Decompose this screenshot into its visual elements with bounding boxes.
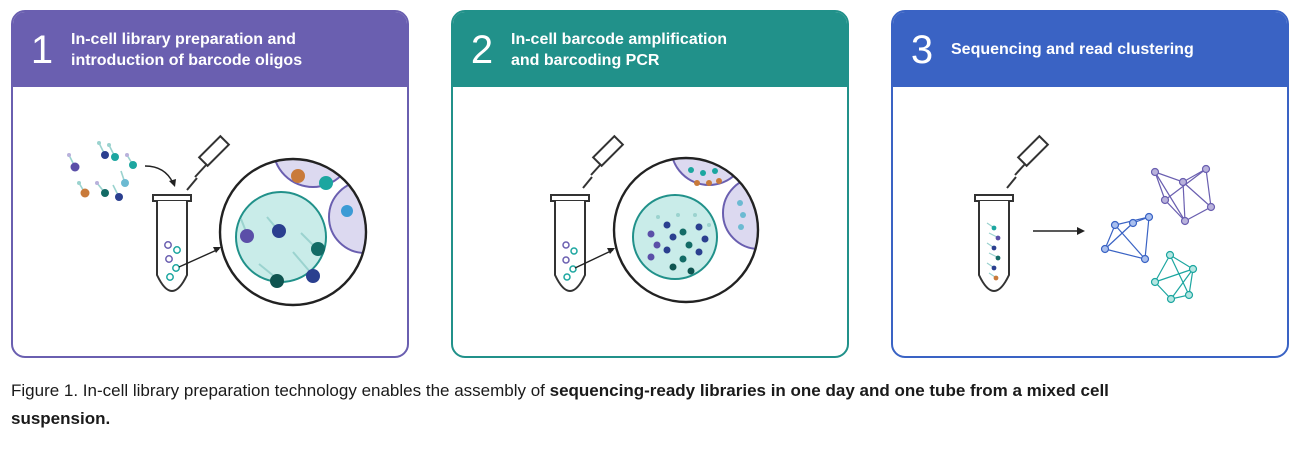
- step-3-number: 3: [910, 27, 934, 72]
- step-3-header: 3 Sequencing and read clustering: [893, 12, 1287, 87]
- tube-icon: [550, 194, 590, 292]
- barcode-oligos-icon: [67, 141, 137, 201]
- step-3-illustration: [893, 87, 1287, 356]
- step-1-title-line2: introduction of barcode oligos: [71, 51, 303, 69]
- caption-plain: Figure 1. In-cell library preparation te…: [11, 381, 550, 400]
- step-1-illustration: [13, 87, 407, 356]
- tube-icon: [152, 194, 192, 292]
- step-1-title: In-cell library preparation and introduc…: [71, 29, 371, 71]
- step-2-number: 2: [470, 27, 494, 72]
- step-1-title-line1: In-cell library preparation and: [71, 30, 296, 48]
- pipette-icon: [186, 134, 231, 191]
- step-2-header: 2 In-cell barcode amplification and barc…: [453, 12, 847, 87]
- step-2-title: In-cell barcode amplification and barcod…: [511, 29, 811, 71]
- arrow-icon: [144, 165, 174, 184]
- cell-zoom-icon: [612, 156, 760, 304]
- step-3-title: Sequencing and read clustering: [951, 39, 1251, 60]
- pipette-icon: [582, 134, 625, 189]
- arrow-icon: [1033, 227, 1085, 235]
- step-1-header: 1 In-cell library preparation and introd…: [13, 12, 407, 87]
- step-2-illustration: [453, 87, 847, 356]
- step-1-number: 1: [30, 27, 54, 72]
- step-3-title-line1: Sequencing and read clustering: [951, 41, 1194, 58]
- read-cluster-network-icon: [1100, 164, 1216, 304]
- step-2-panel: 2 In-cell barcode amplification and barc…: [451, 10, 849, 358]
- tube-icon: [974, 194, 1014, 292]
- step-2-title-line1: In-cell barcode amplification: [511, 30, 728, 48]
- figure-caption: Figure 1. In-cell library preparation te…: [11, 377, 1111, 433]
- caption-bold: sequencing-ready libraries in one day an…: [11, 381, 1109, 428]
- step-1-panel: 1 In-cell library preparation and introd…: [11, 10, 409, 358]
- step-2-title-line2: and barcoding PCR: [511, 51, 660, 69]
- cell-zoom-icon: [218, 157, 368, 307]
- pipette-icon: [1006, 134, 1050, 189]
- step-3-panel: 3 Sequencing and read clustering: [891, 10, 1289, 358]
